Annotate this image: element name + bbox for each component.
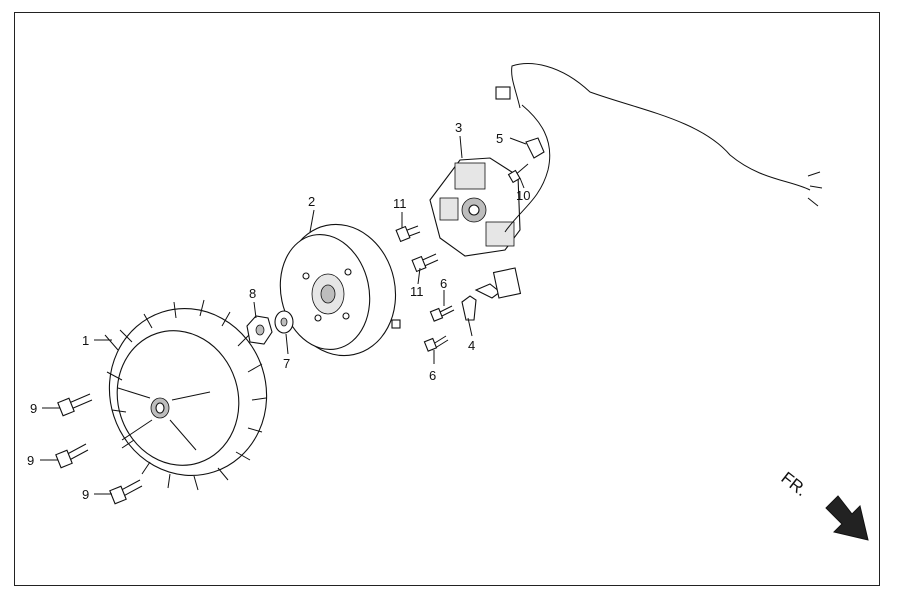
- callout-1: 1: [82, 333, 89, 348]
- front-direction-arrow-icon: [825, 495, 869, 541]
- callout-4: 4: [468, 338, 475, 353]
- diagram-border: [14, 12, 880, 586]
- callout-7: 7: [283, 356, 290, 371]
- callout-11-upper: 11: [393, 196, 407, 211]
- stator-coil-part: [429, 63, 823, 257]
- callout-5: 5: [496, 131, 503, 146]
- callout-6-lower: 6: [429, 368, 436, 383]
- front-direction-label: FR.: [778, 468, 811, 500]
- callout-3: 3: [455, 120, 462, 135]
- callout-8: 8: [249, 286, 256, 301]
- callout-2: 2: [308, 194, 315, 209]
- flywheel-rotor-part: [279, 223, 401, 357]
- leader-lines: [40, 135, 527, 495]
- cooling-fan-part: [104, 299, 268, 491]
- callout-9-lower: 9: [82, 487, 89, 502]
- callout-10: 10: [516, 188, 530, 203]
- bolts-group: [55, 163, 529, 505]
- wire-clamp-part: [525, 137, 545, 159]
- pulser-bracket-part: [461, 267, 522, 321]
- callout-9-middle: 9: [27, 453, 34, 468]
- callout-6-upper: 6: [440, 276, 447, 291]
- callout-11-lower: 11: [410, 284, 424, 299]
- callout-9-upper: 9: [30, 401, 37, 416]
